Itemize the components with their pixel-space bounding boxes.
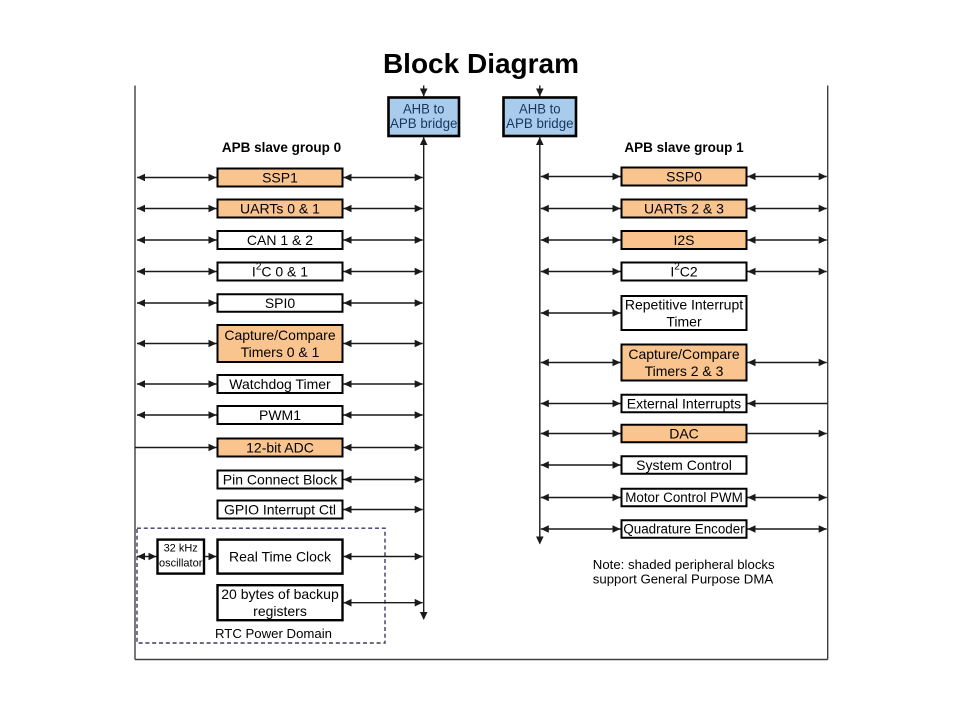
- svg-text:System Control: System Control: [636, 457, 732, 473]
- svg-text:I2S: I2S: [673, 232, 694, 248]
- svg-text:PWM1: PWM1: [259, 407, 301, 423]
- svg-text:support General Purpose DMA: support General Purpose DMA: [593, 571, 774, 586]
- svg-text:20 bytes of backup: 20 bytes of backup: [221, 586, 339, 602]
- svg-text:UARTs 2 & 3: UARTs 2 & 3: [644, 201, 724, 217]
- svg-text:APB slave group 0: APB slave group 0: [222, 140, 341, 155]
- svg-text:Motor Control PWM: Motor Control PWM: [625, 490, 743, 505]
- svg-text:Timer: Timer: [666, 314, 702, 330]
- svg-text:APB slave group 1: APB slave group 1: [624, 140, 744, 155]
- svg-text:registers: registers: [253, 603, 307, 619]
- svg-text:DAC: DAC: [669, 426, 699, 442]
- svg-text:Watchdog Timer: Watchdog Timer: [229, 376, 331, 392]
- svg-text:APB bridge: APB bridge: [390, 116, 458, 131]
- svg-text:GPIO Interrupt Ctl: GPIO Interrupt Ctl: [224, 502, 336, 518]
- svg-text:Timers 2 & 3: Timers 2 & 3: [645, 363, 724, 379]
- svg-text:Note: shaded peripheral blocks: Note: shaded peripheral blocks: [593, 557, 775, 572]
- svg-text:oscillator: oscillator: [159, 558, 203, 570]
- svg-text:Quadrature Encoder: Quadrature Encoder: [623, 522, 745, 537]
- svg-text:RTC Power Domain: RTC Power Domain: [215, 626, 332, 641]
- svg-text:Capture/Compare: Capture/Compare: [224, 327, 335, 343]
- svg-text:Timers 0 & 1: Timers 0 & 1: [241, 344, 320, 360]
- svg-text:Real Time Clock: Real Time Clock: [229, 549, 332, 565]
- svg-text:SSP1: SSP1: [262, 170, 298, 186]
- svg-text:SSP0: SSP0: [666, 169, 702, 185]
- svg-text:SPI0: SPI0: [265, 295, 296, 311]
- svg-text:AHB to: AHB to: [519, 102, 561, 117]
- svg-text:External Interrupts: External Interrupts: [627, 396, 741, 412]
- svg-text:I2C 0 & 1: I2C 0 & 1: [252, 261, 308, 280]
- svg-text:Repetitive Interrupt: Repetitive Interrupt: [625, 297, 743, 313]
- svg-text:12-bit ADC: 12-bit ADC: [246, 440, 314, 456]
- svg-text:AHB to: AHB to: [403, 102, 445, 117]
- svg-text:Capture/Compare: Capture/Compare: [628, 346, 739, 362]
- svg-text:UARTs 0 & 1: UARTs 0 & 1: [240, 201, 320, 217]
- svg-text:CAN 1 & 2: CAN 1 & 2: [247, 232, 313, 248]
- svg-text:APB bridge: APB bridge: [506, 116, 574, 131]
- svg-text:Pin Connect Block: Pin Connect Block: [223, 472, 338, 488]
- svg-text:32 kHz: 32 kHz: [164, 543, 198, 555]
